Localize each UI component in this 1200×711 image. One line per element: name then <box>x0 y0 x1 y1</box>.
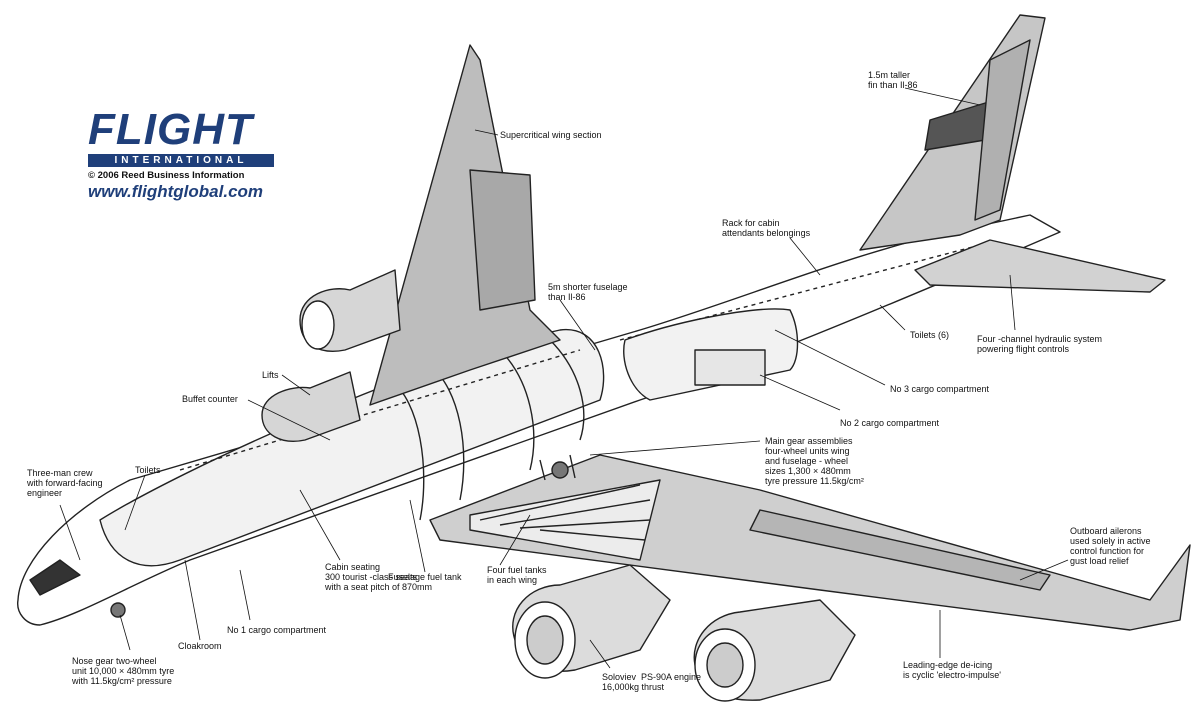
callout-four-fuel-tanks: Four fuel tanks in each wing <box>487 565 547 585</box>
leader-hydraulic <box>1009 274 1016 331</box>
callout-lifts: Lifts <box>262 370 279 380</box>
logo-title: FLIGHT <box>88 105 253 154</box>
leader-supercritical <box>474 129 499 136</box>
window-row <box>179 244 981 471</box>
callout-supercritical-wing: Supercritical wing section <box>500 130 602 140</box>
leader-fuel-tanks-wing <box>499 514 531 566</box>
callout-three-man-crew: Three-man crew with forward-facing engin… <box>27 468 103 498</box>
callout-cloakroom: Cloakroom <box>178 641 222 651</box>
callout-outboard-ailerons: Outboard ailerons used solely in active … <box>1070 526 1151 566</box>
horizontal-stabilizer <box>914 239 1166 293</box>
leader-taller-fin <box>904 87 981 106</box>
leader-toilets-6 <box>879 304 906 331</box>
main-gear-wheel <box>551 461 569 479</box>
callout-hydraulic-system: Four -channel hydraulic system powering … <box>977 334 1103 354</box>
callout-cargo-3: No 3 cargo compartment <box>890 384 990 394</box>
callout-cabin-seating: Cabin seating 300 tourist -class seats w… <box>325 562 433 592</box>
leader-buffet <box>247 399 331 441</box>
cargo-containers <box>694 349 766 386</box>
leader-cargo-3 <box>774 329 886 386</box>
callout-cargo-2: No 2 cargo compartment <box>840 418 940 428</box>
callout-nose-gear: Nose gear two-wheel unit 10,000 × 480mm … <box>72 656 175 686</box>
leader-toilets <box>124 474 146 531</box>
callout-leading-edge: Leading-edge de-icing is cyclic 'electro… <box>903 660 1001 680</box>
far-wing <box>369 44 561 406</box>
callout-taller-fin: 1.5m taller fin than Il-86 <box>868 70 918 90</box>
engine-2-fan <box>706 642 744 688</box>
callout-fuselage-fuel-tank: Fuselage fuel tank <box>388 572 462 582</box>
callout-cargo-1: No 1 cargo compartment <box>227 625 327 635</box>
nose-gear-wheel <box>110 602 126 618</box>
leader-rack <box>789 237 821 276</box>
leader-crew <box>59 504 81 561</box>
logo-subtitle: INTERNATIONAL <box>88 154 274 167</box>
callout-shorter-fuselage: 5m shorter fuselage than Il-86 <box>548 282 628 302</box>
leader-lifts <box>281 374 311 396</box>
callout-engine: Soloviev PS-90A engine 16,000kg thrust <box>602 672 702 692</box>
leader-fuel-tank <box>409 499 426 573</box>
leader-nose-gear <box>119 614 131 651</box>
callout-toilets: Toilets <box>135 465 161 475</box>
callout-rack-cabin: Rack for cabin attendants belongings <box>722 218 811 238</box>
rudder <box>974 39 1031 221</box>
leader-ailerons <box>1019 559 1069 581</box>
fuselage-frames <box>389 339 585 521</box>
logo-copyright: © 2006 Reed Business Information <box>88 170 245 181</box>
leader-cloakroom <box>184 559 201 641</box>
leader-cargo-1 <box>239 569 251 621</box>
leader-seating <box>299 489 341 561</box>
callout-buffet-counter: Buffet counter <box>182 394 238 404</box>
leader-cargo-2 <box>759 374 841 411</box>
callout-toilets-6: Toilets (6) <box>910 330 950 340</box>
far-engine-upper-inlet <box>301 300 335 350</box>
far-wing-flaps <box>469 169 536 311</box>
leader-fuselage <box>559 299 596 351</box>
aileron <box>749 509 1051 591</box>
far-engine-lower <box>261 371 361 442</box>
leader-main-gear <box>589 440 761 456</box>
logo-url: www.flightglobal.com <box>88 182 264 201</box>
flight-international-logo: FLIGHT INTERNATIONAL © 2006 Reed Busines… <box>88 108 283 202</box>
cabin-cutaway <box>99 329 605 567</box>
main-gear <box>539 454 576 481</box>
near-wing-spars <box>479 484 651 541</box>
near-wing-structure <box>469 479 661 561</box>
callout-main-gear: Main gear assemblies four-wheel units wi… <box>765 436 864 486</box>
engine-1-fan <box>526 615 564 665</box>
leader-engine <box>589 639 611 669</box>
cockpit-windows <box>29 559 81 596</box>
